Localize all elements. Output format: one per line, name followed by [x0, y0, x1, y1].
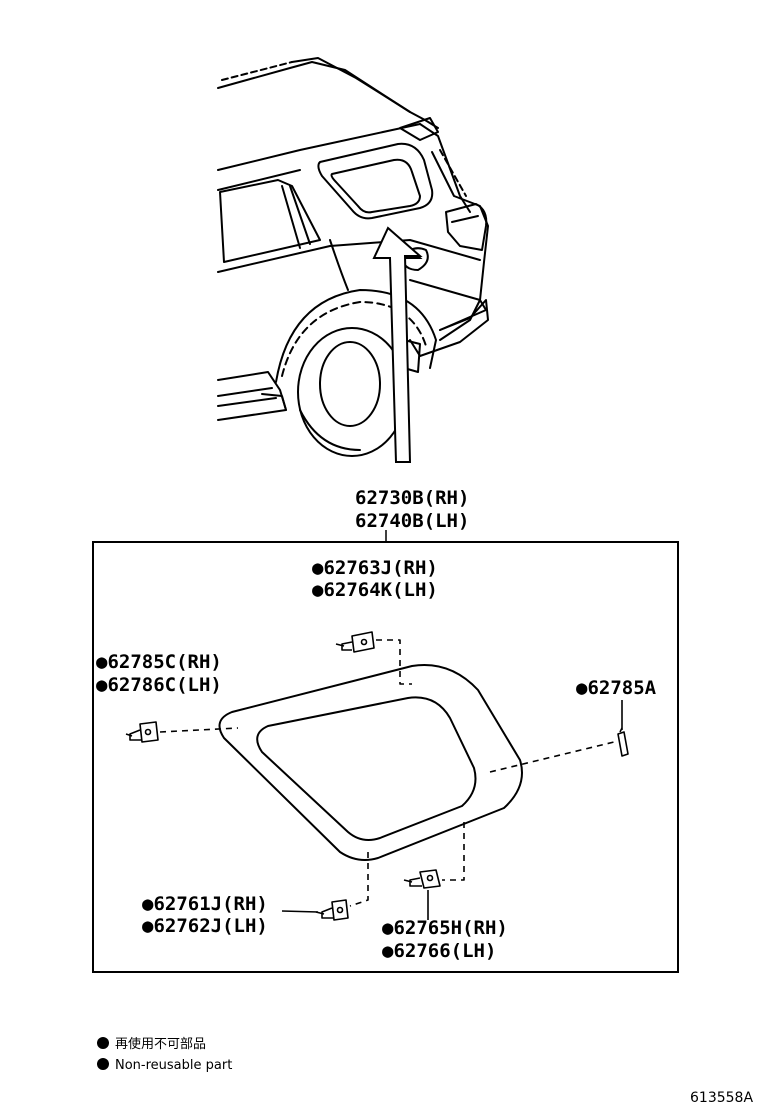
bottom-left-clip-label-rh: ●62761J(RH)	[142, 893, 268, 915]
left-clip-label-lh: ●62786C(LH)	[96, 674, 222, 696]
right-pin-label: ●62785A	[576, 677, 657, 699]
fasteners	[125, 631, 629, 921]
upper-clip-icon	[335, 631, 375, 653]
location-arrow	[372, 226, 423, 463]
right-pin-icon	[617, 727, 629, 757]
detail-frame	[92, 541, 679, 973]
legend-text-en: Non-reusable part	[115, 1058, 232, 1073]
illustration-reference: 613558A	[690, 1090, 753, 1106]
legend-bullet-jp	[97, 1037, 109, 1049]
assembly-label-rh: 62730B(RH)	[355, 487, 469, 509]
legend-text-jp: 再使用不可部品	[115, 1036, 206, 1052]
bottom-right-clip-icon	[403, 869, 441, 889]
legend-bullet-en	[97, 1058, 109, 1070]
bottom-left-clip-label-lh: ●62762J(LH)	[142, 915, 268, 937]
left-clip-icon	[125, 721, 159, 743]
upper-clip-label-lh: ●62764K(LH)	[312, 579, 438, 601]
quarter-window-glass	[218, 664, 523, 861]
left-clip-label-rh: ●62785C(RH)	[96, 651, 222, 673]
bottom-right-clip-label-rh: ●62765H(RH)	[382, 917, 508, 939]
bottom-left-clip-icon	[315, 899, 349, 921]
assembly-label-lh: 62740B(LH)	[355, 510, 469, 532]
vehicle-illustration	[217, 57, 489, 457]
bottom-right-clip-label-lh: ●62766(LH)	[382, 940, 496, 962]
upper-clip-label-rh: ●62763J(RH)	[312, 557, 438, 579]
